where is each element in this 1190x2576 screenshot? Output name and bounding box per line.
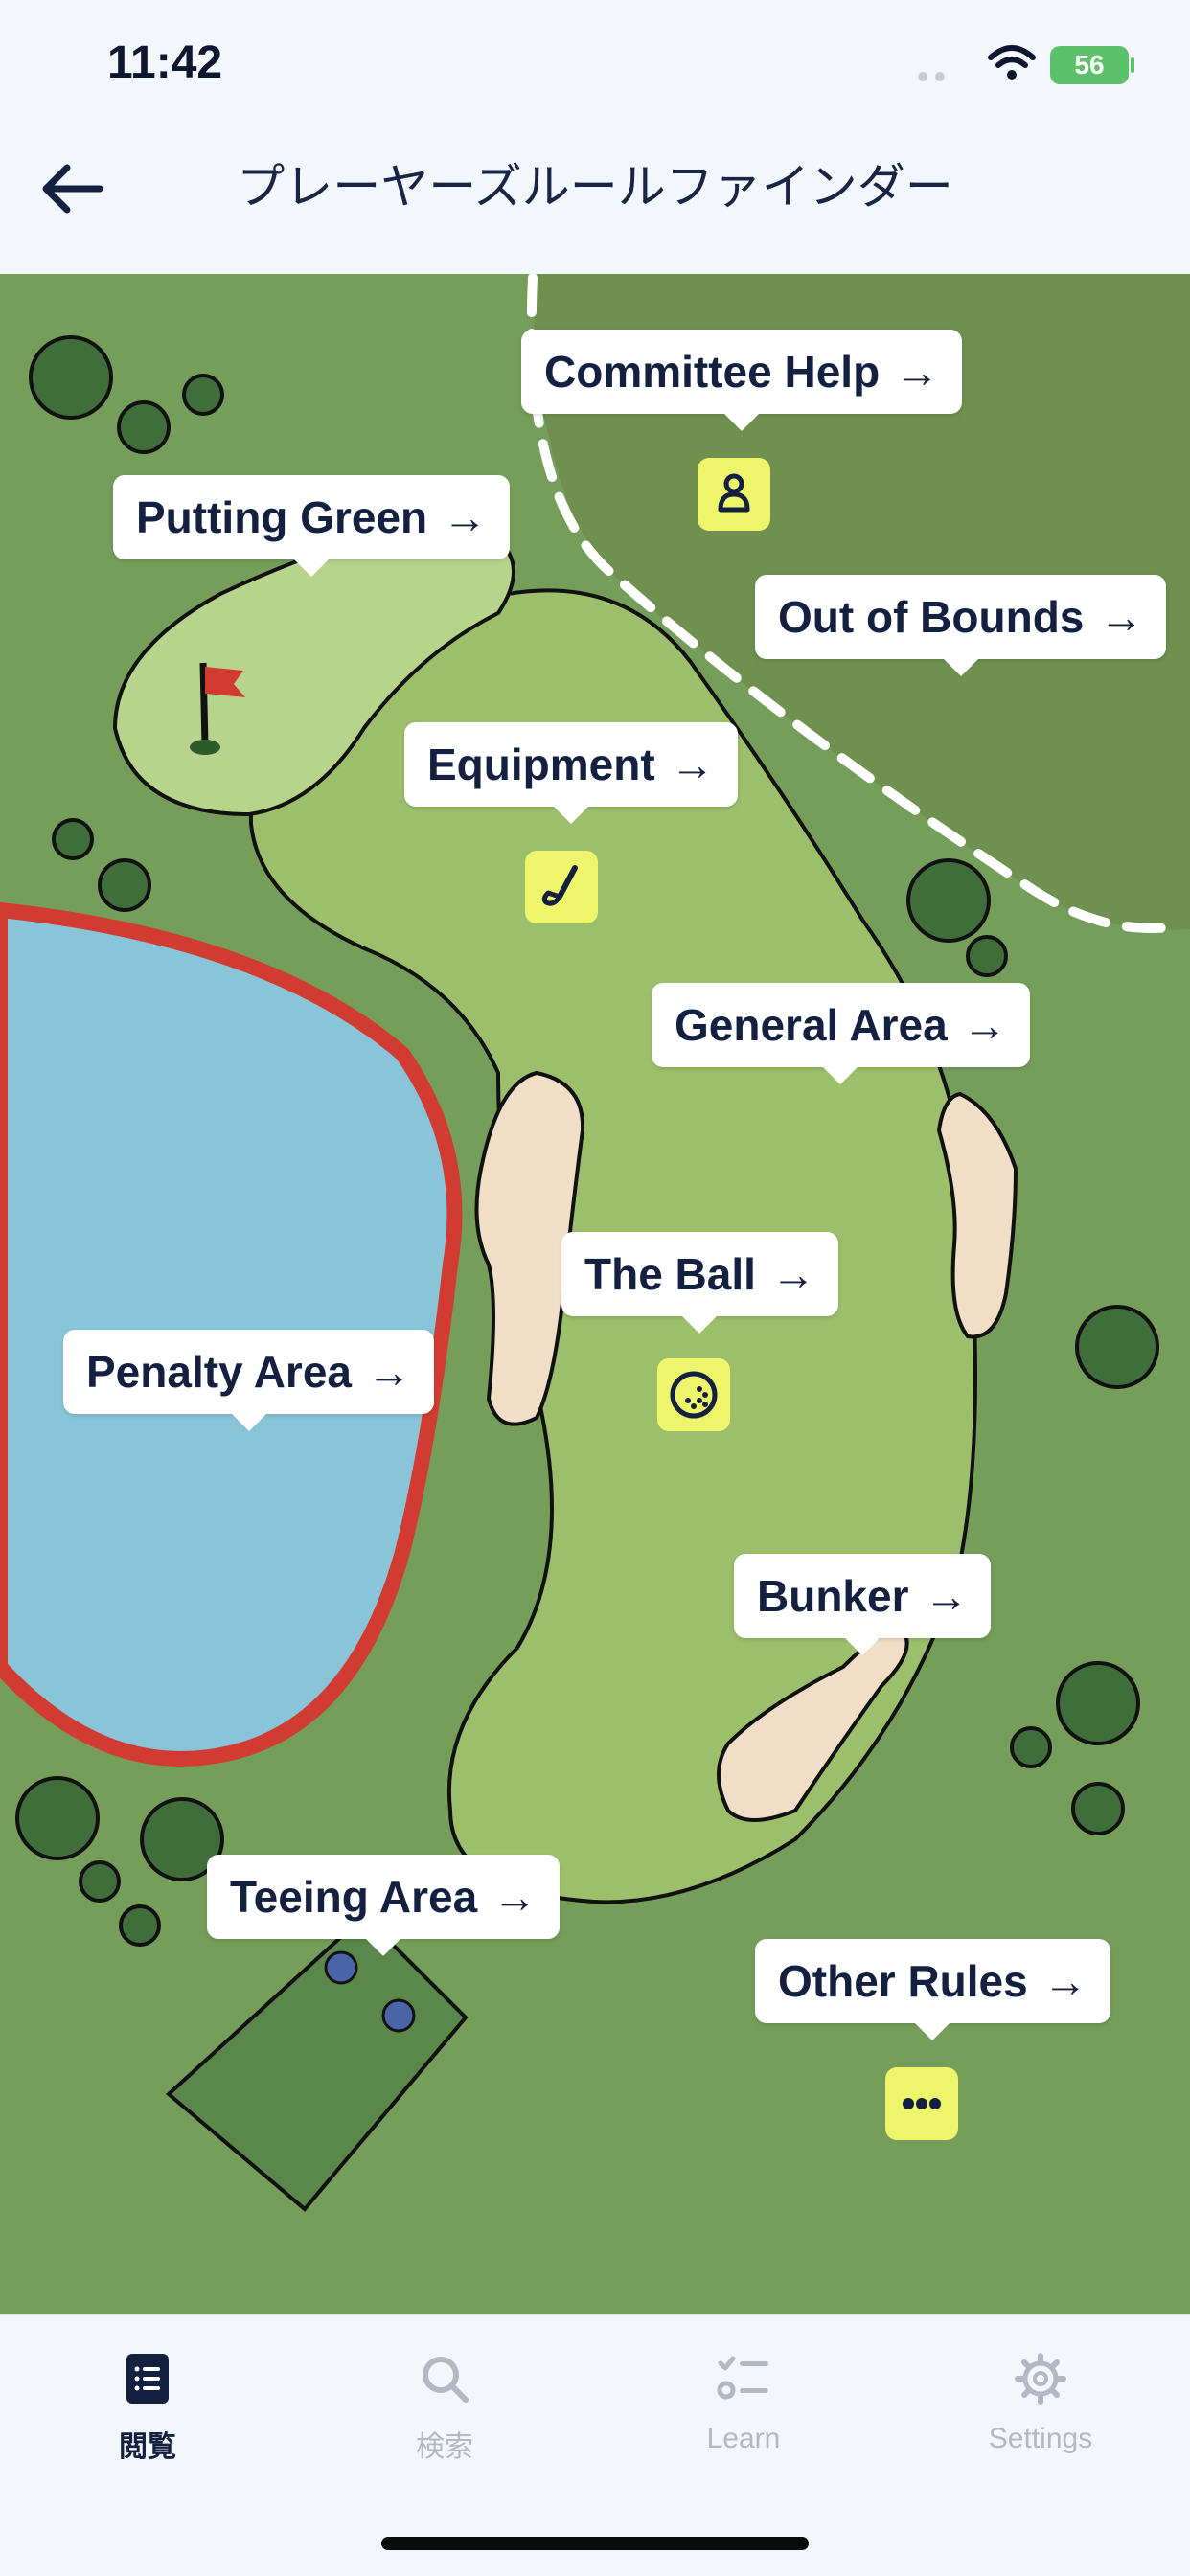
- more-dots-icon[interactable]: [885, 2067, 958, 2140]
- wifi-icon: [988, 45, 1036, 80]
- tab-browse[interactable]: 閲覧: [52, 2350, 243, 2465]
- committee-help-button[interactable]: Committee Help →: [521, 330, 963, 431]
- gear-icon: [1015, 2353, 1066, 2405]
- tee-marker-1: [324, 1950, 358, 1985]
- other-rules-label: Other Rules: [778, 1956, 1028, 2006]
- tab-bar: 閲覧 検索 Learn Settings: [0, 2314, 1190, 2576]
- status-bar: 11:42 56: [0, 0, 1190, 134]
- bunker-label: Bunker: [757, 1571, 909, 1621]
- out-of-bounds-label: Out of Bounds: [778, 592, 1085, 642]
- arrow-right-icon: →: [670, 740, 715, 789]
- bunker-left: [474, 1070, 585, 1426]
- flag-pole: [199, 662, 209, 746]
- committee-help-label: Committee Help: [544, 347, 881, 397]
- tab-search[interactable]: 検索: [349, 2350, 540, 2465]
- arrow-right-icon: →: [770, 1249, 815, 1299]
- tab-learn[interactable]: Learn: [648, 2350, 839, 2455]
- arrow-right-icon: →: [895, 347, 940, 397]
- equipment-label: Equipment: [427, 740, 655, 789]
- teeing-ground: [165, 1913, 469, 2212]
- tab-learn-label: Learn: [706, 2423, 781, 2454]
- putting-green-label: Putting Green: [136, 492, 428, 542]
- flag: [205, 667, 245, 697]
- bunker-right: [936, 1091, 1018, 1339]
- out-of-bounds-button[interactable]: Out of Bounds →: [755, 575, 1167, 676]
- battery-nub: [1131, 57, 1134, 73]
- tab-browse-label: 閲覧: [119, 2431, 176, 2463]
- teeing-area-label: Teeing Area: [230, 1872, 478, 1922]
- penalty-area-label: Penalty Area: [86, 1347, 352, 1397]
- hole: [190, 740, 220, 755]
- tab-settings-label: Settings: [988, 2423, 1093, 2454]
- putting-green-button[interactable]: Putting Green →: [113, 475, 511, 577]
- back-button[interactable]: [34, 155, 111, 222]
- tab-search-label: 検索: [416, 2431, 473, 2463]
- arrow-right-icon: →: [924, 1571, 969, 1621]
- page-title: プレーヤーズルールファインダー: [237, 159, 953, 215]
- book-icon: [126, 2354, 169, 2404]
- golf-club-icon[interactable]: [525, 851, 598, 923]
- course-map: Committee Help → Putting Green → Out of Bo…: [0, 274, 1190, 2314]
- general-area-button[interactable]: General Area →: [652, 983, 1030, 1084]
- arrow-right-icon: →: [1099, 592, 1144, 642]
- arrow-right-icon: →: [492, 1872, 538, 1922]
- course-illustration: [0, 274, 1190, 2314]
- signal-icon: [918, 67, 975, 81]
- navigation-bar: [0, 134, 1190, 274]
- penalty-area-button[interactable]: Penalty Area →: [63, 1330, 434, 1431]
- tab-settings[interactable]: Settings: [945, 2350, 1136, 2455]
- golf-ball-icon[interactable]: [657, 1358, 730, 1431]
- battery-icon: 56: [1050, 46, 1129, 84]
- checklist-icon: [717, 2356, 768, 2400]
- equipment-button[interactable]: Equipment →: [404, 722, 738, 824]
- out-of-bounds-line: [526, 274, 1176, 933]
- status-time: 11:42: [107, 37, 223, 88]
- teeing-area-button[interactable]: Teeing Area →: [207, 1855, 561, 1956]
- arrow-left-icon: [42, 164, 103, 214]
- other-rules-button[interactable]: Other Rules →: [755, 1939, 1110, 2040]
- bunker-bottom: [717, 1626, 909, 1822]
- tee-marker-2: [381, 1998, 416, 2033]
- arrow-right-icon: →: [443, 492, 488, 542]
- person-icon[interactable]: [698, 458, 770, 531]
- arrow-right-icon: →: [1042, 1956, 1087, 2006]
- bunker-button[interactable]: Bunker →: [734, 1554, 992, 1655]
- general-area-label: General Area: [675, 1000, 948, 1050]
- arrow-right-icon: →: [367, 1347, 411, 1397]
- bushes: [15, 335, 1159, 1947]
- arrow-right-icon: →: [962, 1000, 1007, 1050]
- the-ball-button[interactable]: The Ball →: [561, 1232, 838, 1334]
- the-ball-label: The Ball: [584, 1249, 756, 1299]
- home-indicator: [381, 2537, 809, 2550]
- search-icon: [423, 2357, 469, 2403]
